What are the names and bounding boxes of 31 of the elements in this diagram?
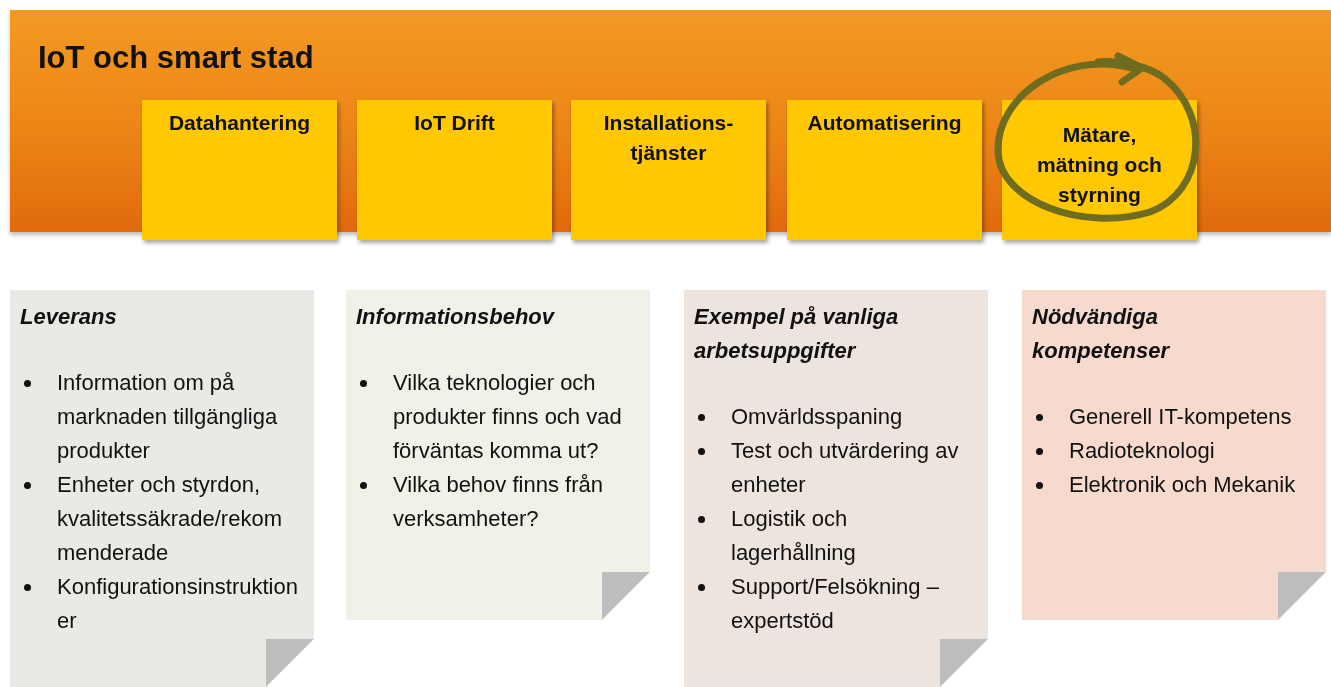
bullet-item: Generell IT-kompetens: [1069, 403, 1292, 431]
band-title: IoT och smart stad: [38, 40, 314, 76]
card-heading: Exempel på vanliga arbetsuppgifter: [694, 303, 900, 365]
category-box: [142, 100, 337, 240]
bullet-item: Vilka behov finns från verksamheter?: [393, 471, 604, 533]
note-card: [346, 290, 650, 620]
category-box: [1002, 100, 1197, 240]
note-card: [684, 290, 988, 687]
category-label: Installations-tjänster: [602, 110, 735, 166]
bullet-item: Support/Felsökning – expertstöd: [731, 573, 940, 635]
bullet-item: Omvärldsspaning: [731, 403, 903, 431]
category-label: Automatisering: [807, 110, 962, 136]
note-card: [10, 290, 314, 687]
category-box: [787, 100, 982, 240]
category-label: IoT Drift: [414, 110, 495, 136]
bullet-item: Information om på marknaden tillgängliga produkter: [57, 369, 279, 465]
bullet-item: Radioteknologi: [1069, 437, 1215, 465]
bullet-item: Logistik och lagerhållning: [731, 505, 857, 567]
category-label: Datahantering: [168, 110, 311, 136]
bullet-item: Elektronik och Mekanik: [1069, 471, 1296, 499]
bullet-item: Enheter och styrdon, kvalitetssäkrade/rekommenderade: [57, 471, 283, 567]
category-label: Mätare, mätning och styrning: [1036, 122, 1163, 208]
category-box: [571, 100, 766, 240]
bullet-item: Test och utvärdering av enheter: [731, 437, 960, 499]
bullet-item: Konfigurationsinstruktioner: [57, 573, 299, 635]
note-card: [1022, 290, 1326, 620]
bullet-item: Vilka teknologier och produkter finns och vad förväntas komma ut?: [393, 369, 623, 465]
card-heading: Informationsbehov: [356, 303, 556, 331]
card-heading: Leverans: [20, 303, 118, 331]
card-heading: Nödvändiga kompetenser: [1032, 303, 1171, 365]
category-box: [357, 100, 552, 240]
